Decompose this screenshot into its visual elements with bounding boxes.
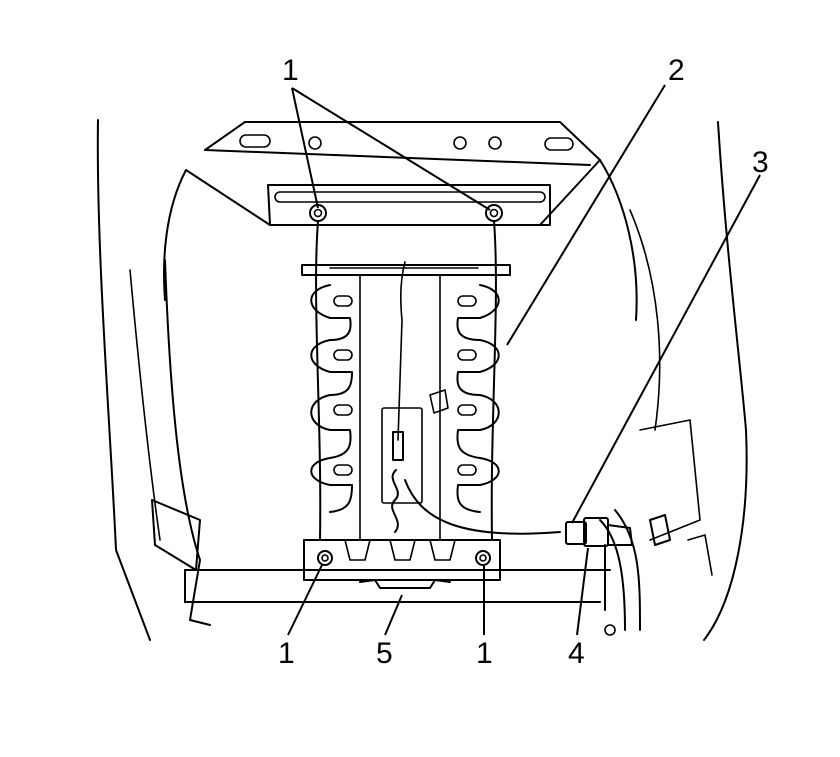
callout-1-bottom-right: 1 — [476, 637, 493, 670]
callout-2: 2 — [668, 54, 685, 87]
fastener-bottom-left — [317, 550, 333, 566]
seat-side-rail — [599, 509, 713, 636]
upper-frame — [185, 121, 601, 226]
harness-connector — [565, 517, 633, 547]
callout-1-bottom-left: 1 — [278, 637, 295, 670]
callout-1-top: 1 — [282, 54, 299, 87]
fastener-bottom-right — [475, 550, 491, 566]
callout-3: 3 — [752, 146, 769, 179]
lower-mounting-bracket — [184, 539, 611, 603]
leader-lines — [287, 84, 761, 636]
fastener-top-right — [485, 204, 503, 222]
seat-cushion-outline — [96, 119, 748, 641]
callout-5: 5 — [376, 637, 393, 670]
callout-4: 4 — [568, 637, 585, 670]
upper-mounting-bracket — [267, 184, 551, 226]
sensor-mat-frame — [301, 220, 511, 541]
sensor-wiring — [381, 261, 561, 535]
